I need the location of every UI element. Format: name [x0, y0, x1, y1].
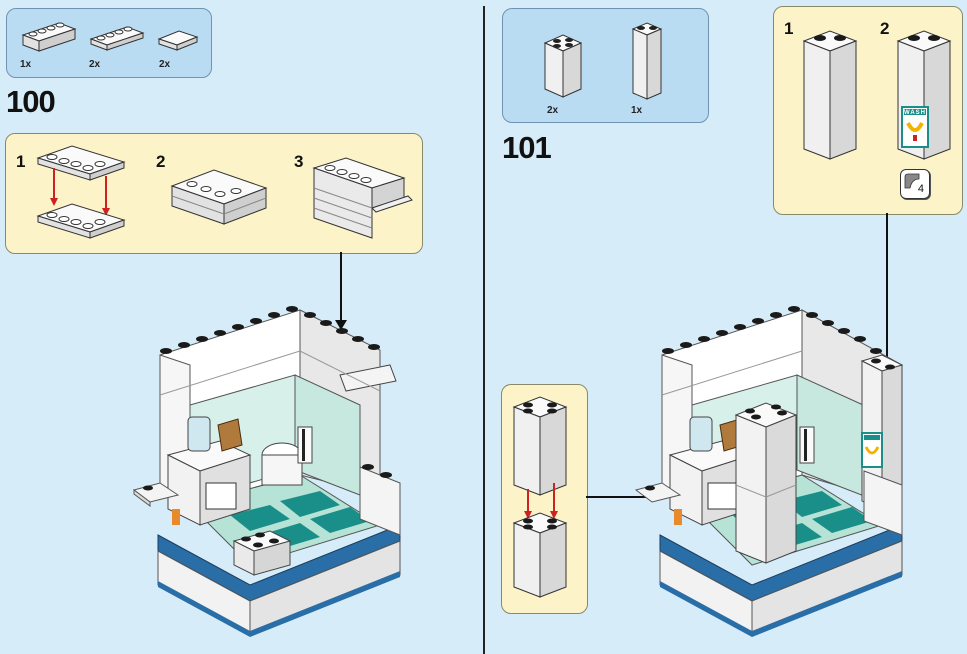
column-assembly-callout — [501, 384, 588, 614]
brick-column-sub2-icon — [896, 30, 952, 160]
column-stack-icon — [512, 396, 568, 598]
substep-101-1-label: 1 — [784, 19, 794, 38]
substep-callout-101: 1 2 WASH 4 — [773, 6, 963, 215]
substep-1-label: 1 — [16, 152, 26, 171]
plate-stack-sub1-icon — [36, 145, 126, 239]
sticker-wash-label: WASH — [904, 110, 926, 116]
tile-2x2-part-icon — [157, 30, 199, 51]
substep-3-label: 3 — [294, 152, 304, 171]
step-number-101: 101 — [502, 130, 552, 165]
brick-1x4-part-icon — [21, 22, 77, 52]
plate-stack-sub2-icon — [170, 169, 268, 225]
bathroom-model-step-100 — [132, 306, 401, 637]
substep-callout-100: 1 2 3 — [5, 133, 423, 254]
page-divider — [483, 6, 485, 654]
brick-1x1x5-part-icon — [631, 22, 663, 100]
callout-pointer-line-101 — [886, 213, 888, 361]
parts-list-step-101: 2x 1x — [502, 8, 709, 123]
part-qty-101-1: 2x — [547, 105, 559, 116]
parts-list-step-100: 1x 2x 2x — [6, 8, 212, 78]
substep-101-2-label: 2 — [880, 19, 890, 38]
step-number-100: 100 — [6, 84, 56, 119]
callout-pointer-line-100 — [340, 252, 342, 322]
part-qty-101-2: 1x — [631, 105, 643, 116]
arrow-head-100 — [335, 320, 347, 330]
plate-1x4-part-icon — [89, 26, 145, 51]
part-qty-1: 1x — [20, 59, 32, 70]
sticker-sheet-badge: 4 — [900, 169, 930, 199]
part-qty-3: 2x — [159, 59, 171, 70]
bathroom-model-step-101 — [634, 306, 904, 637]
part-qty-2: 2x — [89, 59, 101, 70]
sticker-number: 4 — [917, 183, 924, 195]
plate-stack-sub3-icon — [312, 157, 413, 239]
brick-column-sub1-icon — [802, 30, 858, 160]
sticker-curl-icon — [904, 173, 920, 189]
brick-2x2x3-part-icon — [543, 34, 583, 98]
substep-2-label: 2 — [156, 152, 166, 171]
